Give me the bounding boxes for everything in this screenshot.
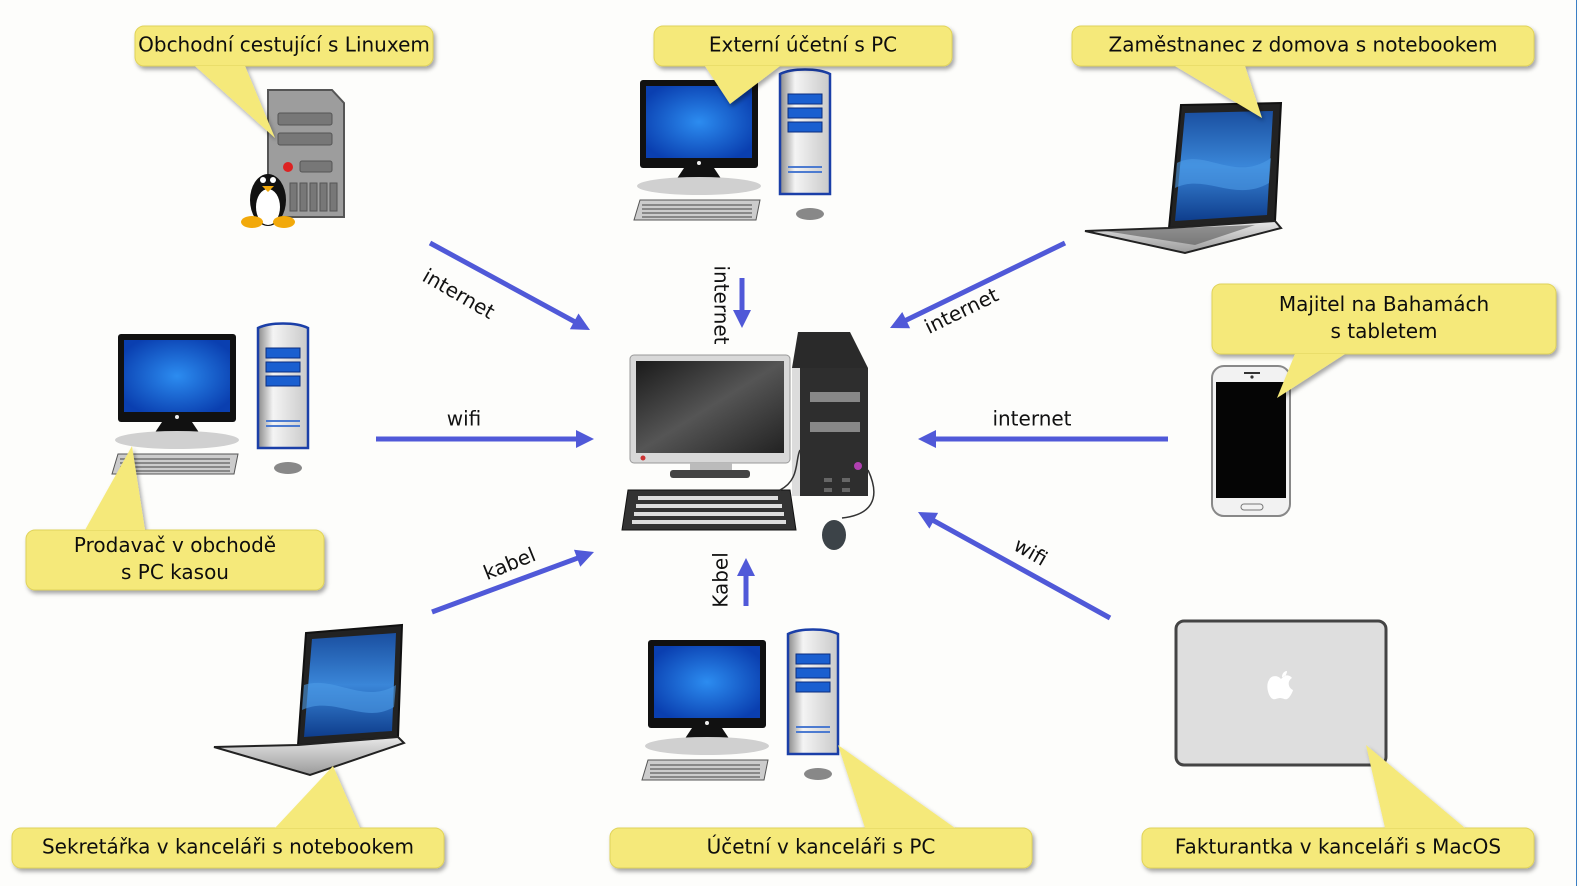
arrowhead-icon bbox=[918, 512, 939, 529]
callout-secretary: Sekretářka v kanceláři s notebookem bbox=[11, 766, 445, 869]
macbook-icon bbox=[1174, 619, 1388, 767]
laptop-icon bbox=[213, 623, 406, 777]
callout-label: Účetní v kanceláři s PC bbox=[707, 835, 936, 859]
arrow-line bbox=[428, 240, 581, 327]
edge-office-accountant: Kabel bbox=[709, 552, 755, 608]
callout-linux-traveler: Obchodní cestující s Linuxem bbox=[134, 25, 434, 138]
center-computer-icon bbox=[621, 332, 875, 550]
callout-owner-bahamas: Majitel na Bahamách s tabletem bbox=[1211, 283, 1557, 398]
callout-invoice-clerk: Fakturantka v kanceláři s MacOS bbox=[1141, 745, 1535, 869]
callout-label: Obchodní cestující s Linuxem bbox=[138, 33, 430, 57]
callout-label: s tabletem bbox=[1330, 319, 1437, 343]
arrow-line bbox=[899, 240, 1067, 326]
desktop-pc-icon bbox=[641, 628, 840, 781]
callout-label: Majitel na Bahamách bbox=[1279, 292, 1489, 316]
arrowhead-icon bbox=[573, 549, 594, 567]
desktop-pc-icon bbox=[111, 322, 310, 475]
edge-invoice-clerk: wifi bbox=[918, 512, 1112, 621]
arrowhead-icon bbox=[733, 310, 751, 328]
callout-label: Prodavač v obchodě bbox=[74, 533, 276, 557]
edge-label: Kabel bbox=[709, 552, 733, 608]
arrowhead-icon bbox=[737, 558, 755, 576]
edge-shop-seller: wifi bbox=[376, 407, 594, 448]
callout-label: Fakturantka v kanceláři s MacOS bbox=[1175, 835, 1501, 859]
edge-secretary: kabel bbox=[431, 542, 594, 615]
right-border-line bbox=[1576, 0, 1577, 886]
arrowhead-icon bbox=[576, 430, 594, 448]
edge-label: kabel bbox=[480, 542, 539, 584]
arrowhead-icon bbox=[569, 313, 590, 330]
linux-server-icon bbox=[241, 89, 345, 228]
callout-external-accountant: Externí účetní s PC bbox=[653, 25, 953, 104]
callout-label: Sekretářka v kanceláři s notebookem bbox=[42, 835, 414, 859]
callout-label: Externí účetní s PC bbox=[709, 33, 897, 57]
edge-external-accountant: internet bbox=[710, 265, 751, 345]
callouts: Obchodní cestující s Linuxem Externí účet… bbox=[11, 25, 1557, 869]
arrowhead-icon bbox=[918, 430, 936, 448]
callout-label: s PC kasou bbox=[121, 560, 229, 584]
edge-label: wifi bbox=[447, 407, 482, 431]
edge-label: internet bbox=[992, 407, 1071, 431]
arrow-line bbox=[431, 553, 584, 615]
edge-linux-traveler: internet bbox=[419, 240, 590, 330]
callout-shop-seller: Prodavač v obchodě s PC kasou bbox=[25, 446, 325, 591]
edge-home-employee: internet bbox=[890, 240, 1067, 339]
edge-owner-bahamas: internet bbox=[918, 407, 1168, 448]
callout-label: Zaměstnanec z domova s notebookem bbox=[1109, 33, 1498, 57]
arrow-line bbox=[927, 515, 1112, 621]
arrowhead-icon bbox=[890, 312, 911, 329]
smartphone-icon bbox=[1211, 365, 1291, 517]
laptop-icon bbox=[1084, 101, 1283, 255]
edge-label: internet bbox=[710, 265, 734, 344]
callout-office-accountant: Účetní v kanceláři s PC bbox=[609, 745, 1033, 869]
apple-logo-icon bbox=[1267, 671, 1293, 700]
callout-home-employee: Zaměstnanec z domova s notebookem bbox=[1071, 25, 1535, 118]
